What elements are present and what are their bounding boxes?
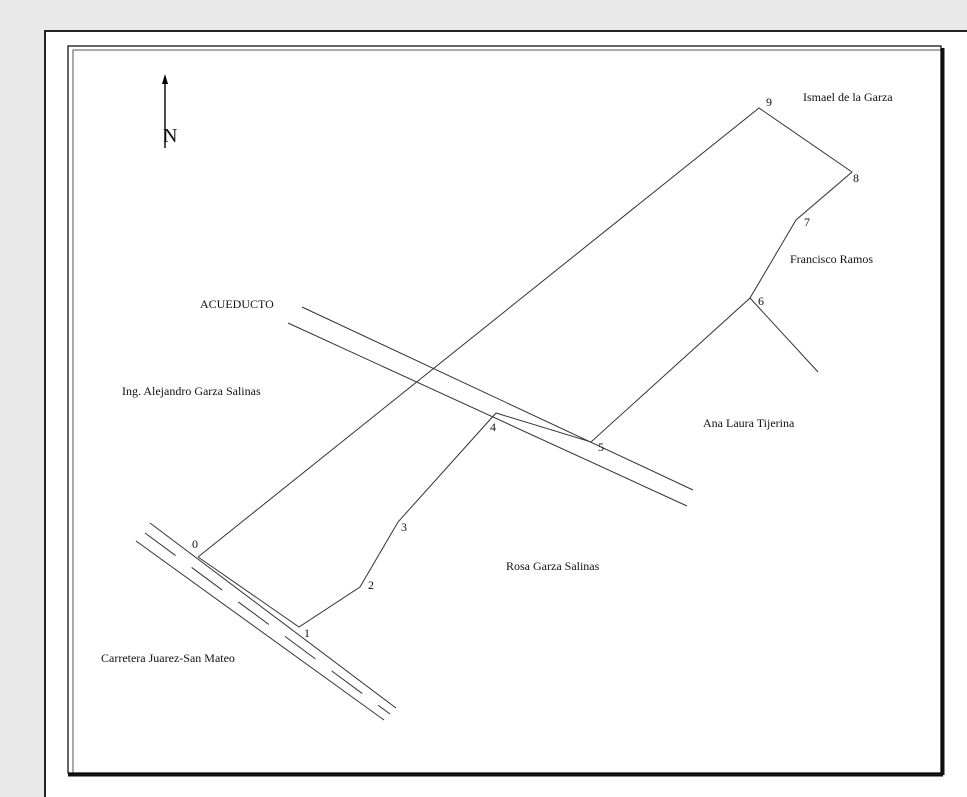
- inner-frame: [67, 45, 942, 774]
- highway: [135, 522, 397, 721]
- owner-label-alejandro: Ing. Alejandro Garza Salinas: [122, 384, 261, 398]
- vertex-label-4: 4: [490, 420, 496, 434]
- vertex-label-1: 1: [304, 626, 310, 640]
- vertex-label-5: 5: [598, 440, 604, 454]
- owner-label-ismael: Ismael de la Garza: [803, 90, 893, 104]
- north-arrow-icon: N: [162, 74, 177, 148]
- property-boundary: [197, 107, 853, 628]
- highway-label: Carretera Juarez-San Mateo: [101, 651, 235, 665]
- vertex-label-3: 3: [401, 520, 407, 534]
- north-label: N: [163, 125, 177, 147]
- map-sheet: [44, 30, 967, 797]
- owner-label-francisco: Francisco Ramos: [790, 252, 873, 266]
- vertex-label-0: 0: [192, 537, 198, 551]
- vertex-label-7: 7: [804, 215, 810, 229]
- owner-label-ana-laura: Ana Laura Tijerina: [703, 416, 795, 430]
- vertex-label-8: 8: [853, 171, 859, 185]
- vertex-label-2: 2: [368, 578, 374, 592]
- aqueduct-line-lower: [287, 322, 688, 507]
- vertex-label-6: 6: [758, 294, 764, 308]
- aqueduct-label: ACUEDUCTO: [200, 297, 274, 311]
- vertex-label-9: 9: [766, 95, 772, 109]
- owner-label-rosa: Rosa Garza Salinas: [506, 559, 600, 573]
- boundary-branch-line: [749, 297, 819, 373]
- aqueduct-line-upper: [301, 306, 694, 491]
